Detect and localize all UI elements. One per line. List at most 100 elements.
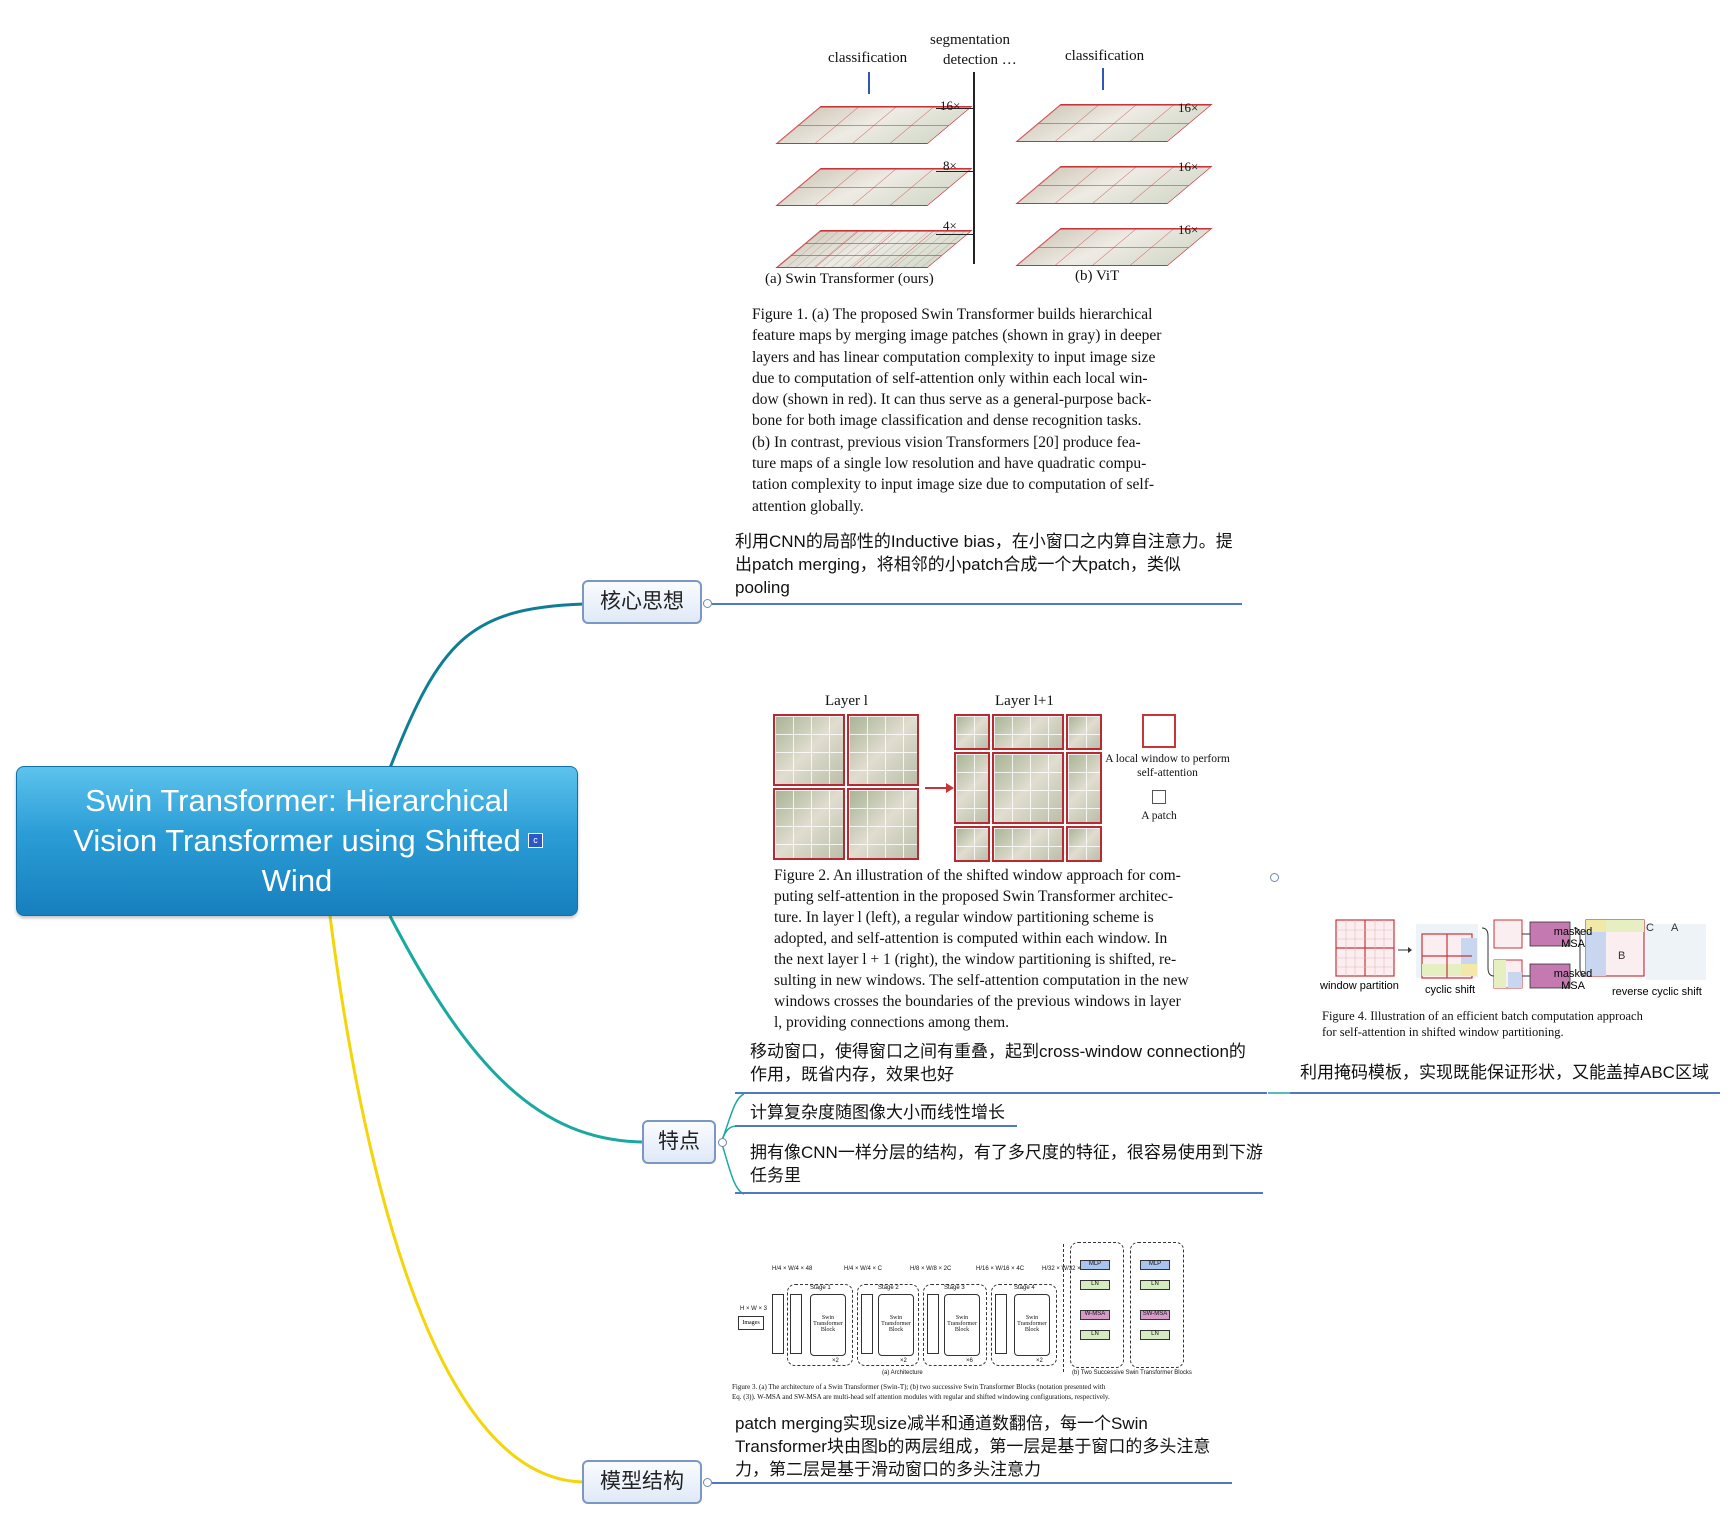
fig3-repeat-2: ×2: [900, 1358, 907, 1364]
fig2-l-window-3: [773, 788, 845, 860]
fig2-l1-window-8: [992, 826, 1064, 862]
fig1-caption-line: (b) In contrast, previous vision Transfo…: [752, 433, 1141, 451]
fig1-caption-line: feature maps by merging image patches (s…: [752, 327, 1162, 345]
fig3-stage-3-box: [923, 1284, 987, 1366]
fig3-linear-embedding: [790, 1294, 802, 1354]
fig2-l1-window-6: [1066, 752, 1102, 824]
topic-core-idea[interactable]: 核心思想: [582, 580, 702, 624]
root-topic[interactable]: Swin Transformer: Hierarchical Vision Tr…: [16, 766, 578, 916]
model-note[interactable]: patch merging实现size减半和通道数翻倍，每一个Swin Tran…: [735, 1414, 1211, 1479]
fig4-caption-line: for self-attention in shifted window par…: [1322, 1025, 1564, 1039]
fig1-arrow-a: [868, 72, 870, 94]
fig3-sub-a: (a) Architecture: [882, 1370, 923, 1376]
fig1-caption: Figure 1. (a) The proposed Swin Transfor…: [752, 304, 1222, 517]
figure-4: masked MSA masked MSA A C B window parti…: [1316, 918, 1710, 1053]
fig3-wmsa: W-MSA: [1080, 1310, 1110, 1320]
fig1-caption-line: Figure 1. (a) The proposed Swin Transfor…: [752, 306, 1153, 323]
fig2-l1-window-9: [1066, 826, 1102, 862]
fig4-caption-line: Figure 4. Illustration of an efficient b…: [1322, 1009, 1643, 1023]
fig3-sub-b: (b) Two Successive Swin Transformer Bloc…: [1072, 1370, 1192, 1376]
fig4-letter-b: B: [1618, 950, 1626, 962]
fig2-l1-window-2: [992, 714, 1064, 750]
fig3-repeat-4: ×2: [1036, 1358, 1043, 1364]
fig1-scale-b-2: 16×: [1178, 159, 1199, 174]
fig1-label-b: (b) ViT: [1075, 268, 1120, 284]
topic-model[interactable]: 模型结构: [582, 1460, 702, 1504]
fig1-plate-a-bottom: [775, 230, 973, 268]
model-underline: [712, 1482, 1232, 1484]
fig2-caption-line: the next layer l + 1 (right), the window…: [774, 951, 1177, 968]
feature-item-1-underline: [735, 1092, 1267, 1094]
fig3-stage-1-box: [787, 1284, 853, 1366]
fig2-l-window-4: [847, 788, 919, 860]
features-link-3: [721, 1143, 745, 1195]
feature-sub-note-underline: [1290, 1092, 1720, 1094]
fig1-tick-3: [936, 234, 974, 235]
fig3-swmsa: SW-MSA: [1140, 1310, 1170, 1320]
fig1-segmentation: segmentation: [930, 32, 1010, 48]
fig4-letter-a-top: A: [1671, 922, 1679, 934]
fig2-l1-window-7: [954, 826, 990, 862]
fig3-ln-2a: LN: [1140, 1280, 1170, 1290]
fig3-ln-1a: LN: [1080, 1280, 1110, 1290]
fig3-dim-5: H/32 × W/32 × 8C: [1042, 1266, 1091, 1272]
fig3-block-b2: [1130, 1242, 1184, 1368]
fig3-stage-2-box: [857, 1284, 919, 1366]
fig1-tick-2: [936, 171, 974, 172]
fig3-swin-block-1: Swin Transformer Block: [810, 1294, 846, 1356]
core-note[interactable]: 利用CNN的局部性的Inductive bias，在小窗口之内算自注意力。提出p…: [735, 532, 1233, 597]
collapse-features-icon[interactable]: [718, 1138, 727, 1147]
fig4-masked-msa-1: masked MSA: [1553, 926, 1593, 950]
topic-model-label: 模型结构: [600, 1470, 684, 1493]
fig1-caption-line: ture maps of a single low resolution and…: [752, 455, 1147, 473]
fig3-dim-3: H/8 × W/8 × 2C: [910, 1266, 952, 1272]
fig3-dim-2: H/4 × W/4 × C: [844, 1266, 883, 1272]
collapse-features-item-icon[interactable]: [1270, 873, 1279, 882]
fig2-caption-line: puting self-attention in the proposed Sw…: [774, 888, 1174, 905]
fig2-layer-l1: Layer l+1: [995, 693, 1054, 709]
fig3-stage-2: Stage 2: [878, 1285, 899, 1291]
fig1-caption-line: dow (shown in red). It can thus serve as…: [752, 391, 1152, 409]
fig4-masked-msa-2: masked MSA: [1553, 968, 1593, 992]
fig3-dim-4: H/16 × W/16 × 4C: [976, 1266, 1025, 1272]
fig3-stage-3: Stage 3: [944, 1285, 965, 1291]
fig1-tick-1: [936, 108, 974, 109]
fig1-caption-line: layers and has linear computation comple…: [752, 348, 1156, 366]
feature-item-3[interactable]: 拥有像CNN一样分层的结构，有了多尺度的特征，很容易使用到下游任务里: [750, 1143, 1263, 1185]
fig2-arrow: [925, 787, 949, 789]
fig3-stage-4-box: [991, 1284, 1057, 1366]
topic-features[interactable]: 特点: [642, 1120, 716, 1164]
feature-item-1[interactable]: 移动窗口，使得窗口之间有重叠，起到cross-window connection…: [750, 1042, 1246, 1084]
fig1-caption-line: bone for both image classification and d…: [752, 412, 1142, 430]
fig2-l1-window-3: [1066, 714, 1102, 750]
fig3-stage-1: Stage 1: [810, 1285, 831, 1291]
fig2-legend-window-icon: [1142, 714, 1176, 748]
fig3-patch-merging-2: [861, 1294, 873, 1354]
fig2-l1-window-1: [954, 714, 990, 750]
attachment-badge-icon[interactable]: c: [528, 833, 543, 848]
figure-1: classification segmentation detection … …: [750, 28, 1230, 518]
fig1-scale-b-1: 16×: [1178, 100, 1199, 115]
collapse-model-icon[interactable]: [703, 1478, 712, 1487]
fig1-caption-line: tation complexity to input image size du…: [752, 476, 1155, 494]
fig2-l1-window-4: [954, 752, 990, 824]
fig3-patch-merging-4: [995, 1294, 1007, 1354]
feature-item-2-underline: [735, 1125, 1017, 1127]
fig3-ln-2b: LN: [1140, 1330, 1170, 1340]
feature-item-2[interactable]: 计算复杂度随图像大小而线性增长: [750, 1103, 1005, 1122]
fig2-caption-line: windows crosses the boundaries of the pr…: [774, 993, 1181, 1010]
fig2-l1-window-5: [992, 752, 1064, 824]
fig4-window-partition: window partition: [1320, 980, 1399, 992]
root-title: Swin Transformer: Hierarchical Vision Tr…: [73, 783, 521, 898]
fig2-legend-patch-icon: [1152, 790, 1166, 804]
feature-sub-note[interactable]: 利用掩码模板，实现既能保证形状，又能盖掉ABC区域: [1300, 1063, 1709, 1082]
collapse-core-icon[interactable]: [703, 599, 712, 608]
core-underline: [712, 603, 1242, 605]
branch-core: [388, 602, 585, 769]
fig3-patch-merging-3: [927, 1294, 939, 1354]
fig2-layer-l: Layer l: [825, 693, 868, 709]
fig1-classification-b: classification: [1065, 48, 1145, 64]
fig3-mlp-2: MLP: [1140, 1260, 1170, 1270]
topic-features-label: 特点: [658, 1130, 700, 1153]
fig2-caption: Figure 2. An illustration of the shifted…: [774, 865, 1234, 1033]
